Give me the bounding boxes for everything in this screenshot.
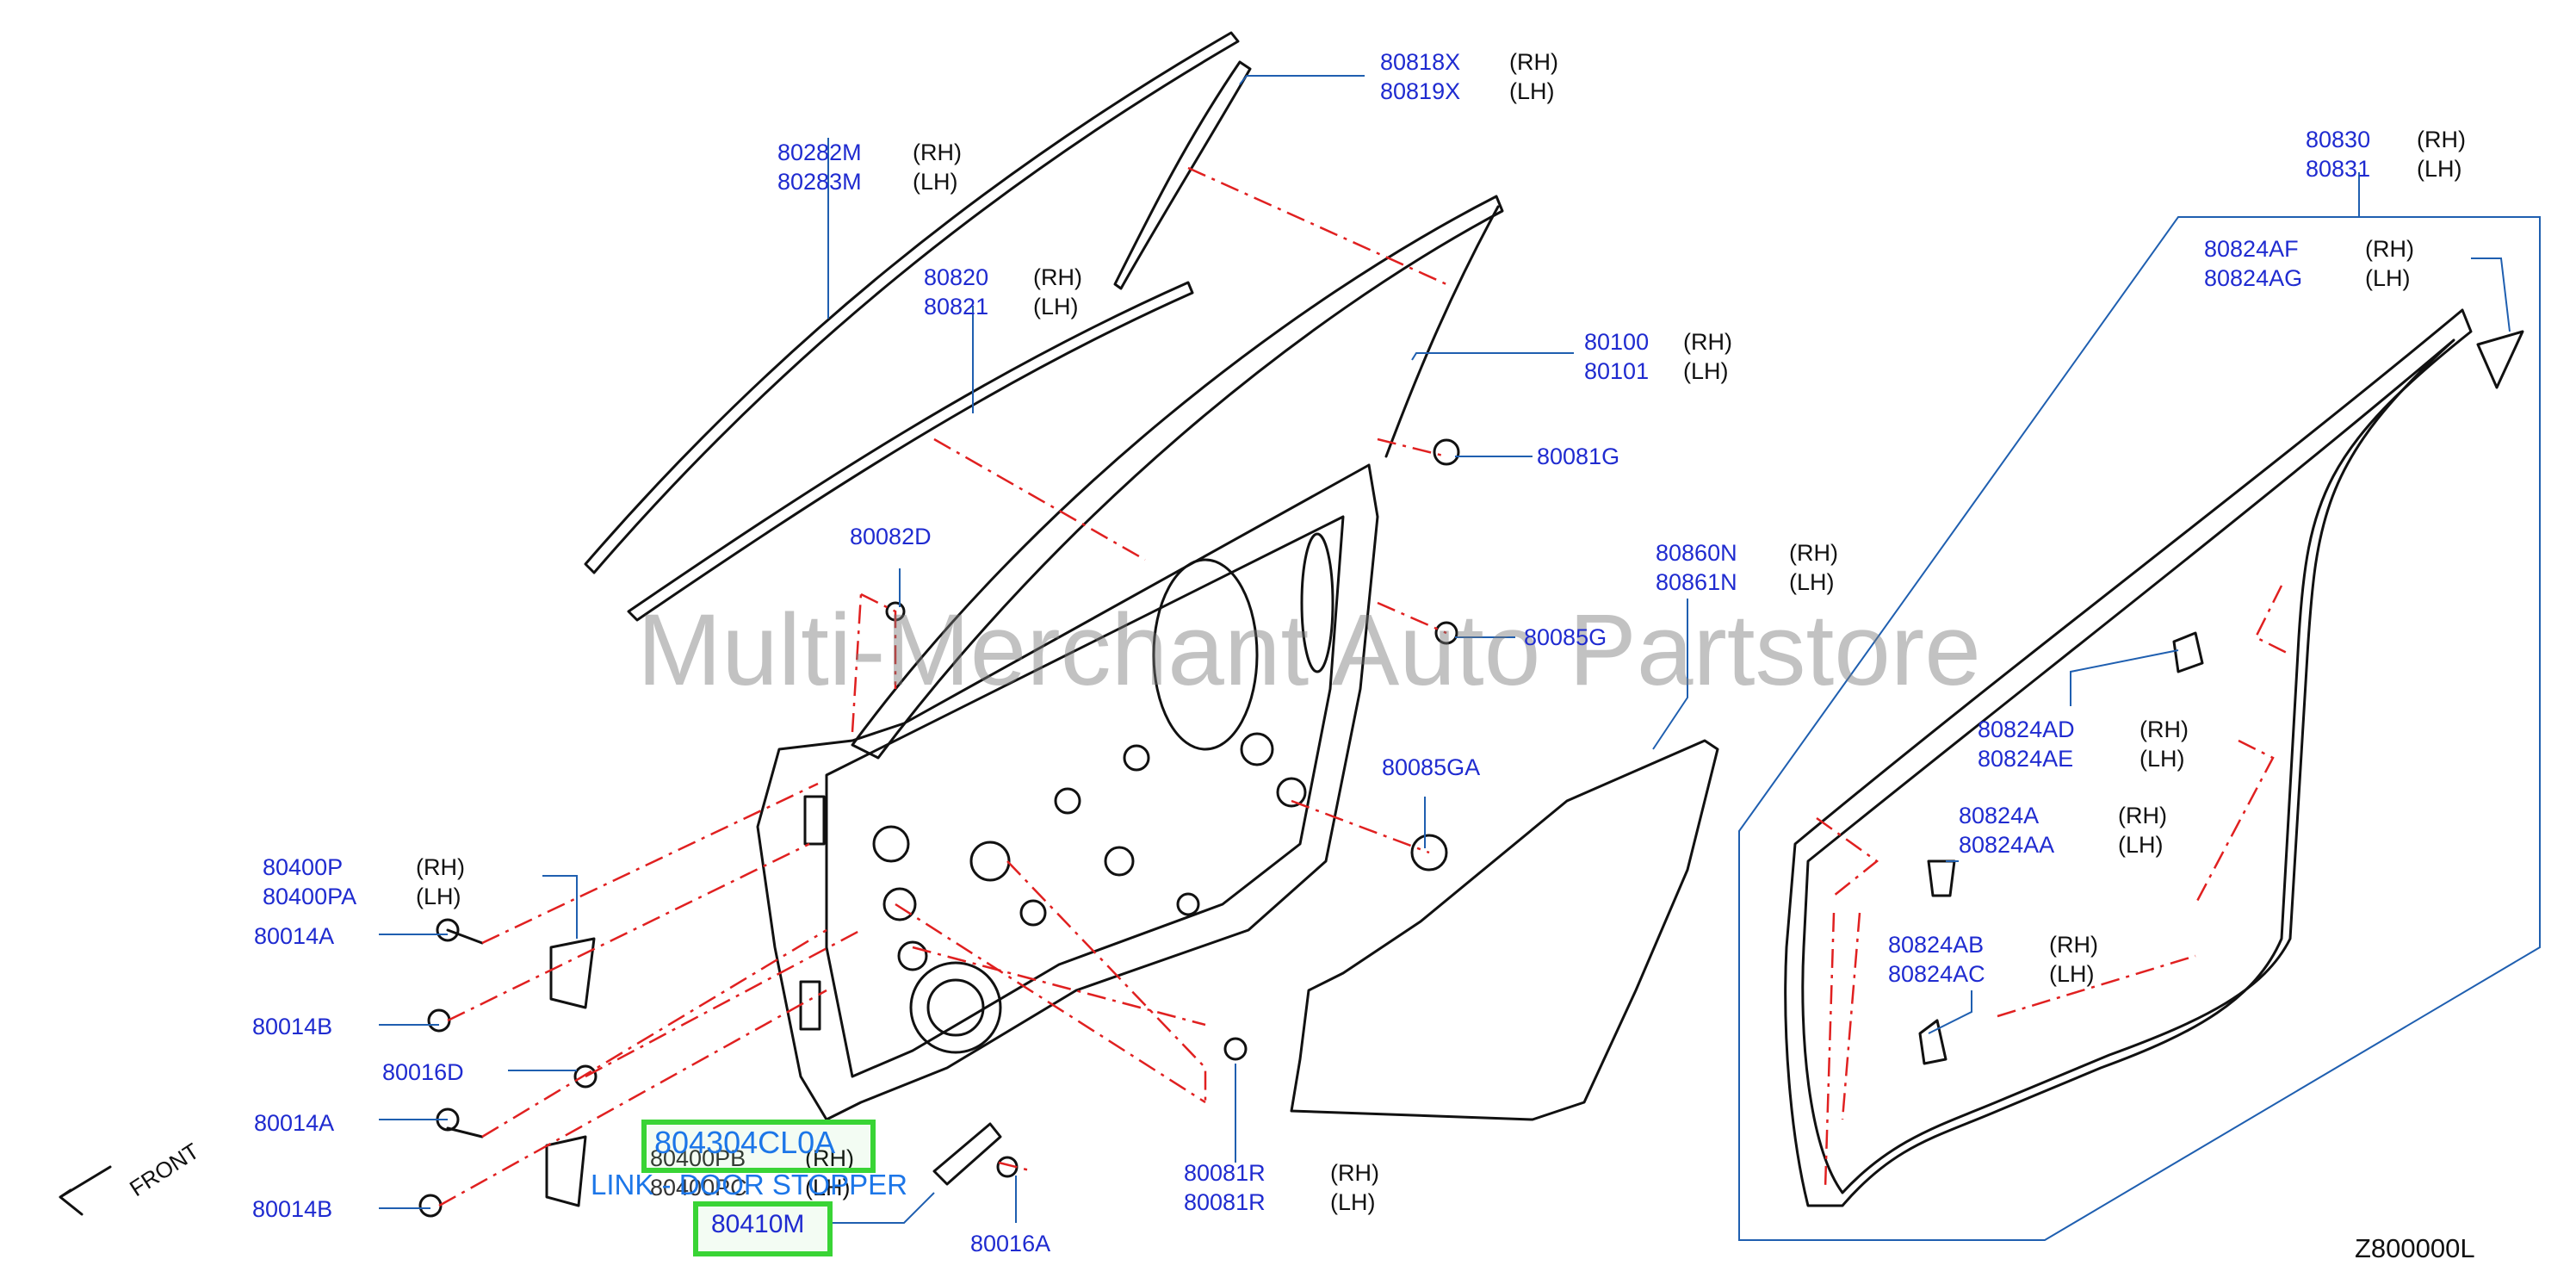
part-label-80821[interactable]: 80821 <box>924 294 989 320</box>
part-label-80100[interactable]: 80100 <box>1584 329 1650 355</box>
part-label-80016D[interactable]: 80016D <box>382 1059 464 1085</box>
side-rh: (RH) <box>416 854 465 880</box>
side-lh: (LH) <box>2118 832 2164 858</box>
side-lh: (LH) <box>2049 961 2095 987</box>
side-rh: (RH) <box>1330 1160 1379 1186</box>
part-label-80861N[interactable]: 80861N <box>1656 569 1737 595</box>
part-label-80824AG[interactable]: 80824AG <box>2204 265 2303 291</box>
highlighted-part-number[interactable]: 804304CL0A <box>654 1125 836 1160</box>
part-label-80016A[interactable]: 80016A <box>970 1231 1051 1256</box>
side-lh: (LH) <box>913 169 958 195</box>
lower-hinge <box>545 1135 587 1207</box>
side-lh: (LH) <box>1683 358 1729 384</box>
weatherstrip <box>1784 308 2473 1207</box>
part-label-80014B[interactable]: 80014B <box>252 1196 333 1222</box>
part-label-80860N[interactable]: 80860N <box>1656 540 1737 566</box>
part-label-80830[interactable]: 80830 <box>2306 127 2371 152</box>
part-label-80824A[interactable]: 80824A <box>1959 803 2040 828</box>
watermark-text: Multi-Merchant Auto Partstore <box>637 593 1981 707</box>
door-glass <box>1290 739 1719 1121</box>
corner-cover <box>1113 60 1252 290</box>
side-lh: (LH) <box>416 884 461 909</box>
part-label-80819X[interactable]: 80819X <box>1380 78 1461 104</box>
part-label-80282M[interactable]: 80282M <box>777 140 862 165</box>
part-label-80820[interactable]: 80820 <box>924 264 989 290</box>
side-rh: (RH) <box>1683 329 1732 355</box>
part-label-80400PA[interactable]: 80400PA <box>263 884 357 909</box>
part-label-80014A[interactable]: 80014A <box>254 1110 335 1136</box>
side-rh: (RH) <box>1509 49 1558 75</box>
side-lh: (LH) <box>2417 156 2462 182</box>
part-label-80824AE[interactable]: 80824AE <box>1978 746 2074 772</box>
door-panel <box>756 463 1379 1121</box>
highlight-box-80410M[interactable] <box>693 1201 833 1256</box>
side-rh: (RH) <box>2417 127 2466 152</box>
part-label-80085G[interactable]: 80085G <box>1524 624 1607 650</box>
part-label-80085GA[interactable]: 80085GA <box>1382 754 1481 780</box>
side-lh: (LH) <box>1509 78 1555 104</box>
part-label-80824AD[interactable]: 80824AD <box>1978 717 2075 742</box>
side-rh: (RH) <box>2118 803 2167 828</box>
side-rh: (RH) <box>2139 717 2189 742</box>
upper-hinge <box>549 937 596 1009</box>
part-label-80400PC[interactable]: 80400PC <box>650 1175 747 1200</box>
side-lh: (LH) <box>1330 1189 1376 1215</box>
part-label-80824AC[interactable]: 80824AC <box>1888 961 1985 987</box>
part-label-80082D[interactable]: 80082D <box>850 524 932 549</box>
door-stopper-link <box>932 1122 1002 1186</box>
part-label-80081R-lh[interactable]: 80081R <box>1184 1189 1266 1215</box>
part-label-80014B[interactable]: 80014B <box>252 1014 333 1039</box>
part-label-80400P[interactable]: 80400P <box>263 854 344 880</box>
side-lh: (LH) <box>1033 294 1079 320</box>
side-lh: (LH) <box>1789 569 1835 595</box>
part-label-80824AF[interactable]: 80824AF <box>2204 236 2299 262</box>
side-rh: (RH) <box>913 140 962 165</box>
door-panel-inner <box>825 515 1345 1078</box>
side-lh: (LH) <box>805 1175 851 1200</box>
part-label-80400PB[interactable]: 80400PB <box>650 1145 746 1171</box>
part-label-80081G[interactable]: 80081G <box>1537 444 1620 469</box>
part-label-80014A[interactable]: 80014A <box>254 923 335 949</box>
outer-molding <box>584 31 1240 574</box>
side-rh: (RH) <box>805 1145 854 1171</box>
inner-molding <box>627 281 1194 622</box>
part-label-80101[interactable]: 80101 <box>1584 358 1650 384</box>
diagram-code: Z800000L <box>2355 1233 2475 1263</box>
side-rh: (RH) <box>1033 264 1082 290</box>
highlighted-part-description[interactable]: LINK - DOOR STOPPER <box>591 1169 907 1200</box>
front-arrow <box>59 1165 112 1216</box>
speaker-opening <box>909 961 1002 1054</box>
side-rh: (RH) <box>1789 540 1838 566</box>
part-label-80410M[interactable]: 80410M <box>711 1210 805 1238</box>
part-label-80283M[interactable]: 80283M <box>777 169 862 195</box>
door-frame-sash <box>851 195 1504 760</box>
part-label-80824AA[interactable]: 80824AA <box>1959 832 2055 858</box>
side-lh: (LH) <box>2139 746 2185 772</box>
side-rh: (RH) <box>2365 236 2414 262</box>
door-frame-rear <box>1384 205 1500 458</box>
side-rh: (RH) <box>2049 932 2098 958</box>
side-lh: (LH) <box>2365 265 2411 291</box>
part-label-80831[interactable]: 80831 <box>2306 156 2371 182</box>
part-label-80824AB[interactable]: 80824AB <box>1888 932 1985 958</box>
highlight-box-804304CL0A[interactable] <box>641 1120 876 1173</box>
part-label-80818X[interactable]: 80818X <box>1380 49 1461 75</box>
part-label-80081R-rh[interactable]: 80081R <box>1184 1160 1266 1186</box>
